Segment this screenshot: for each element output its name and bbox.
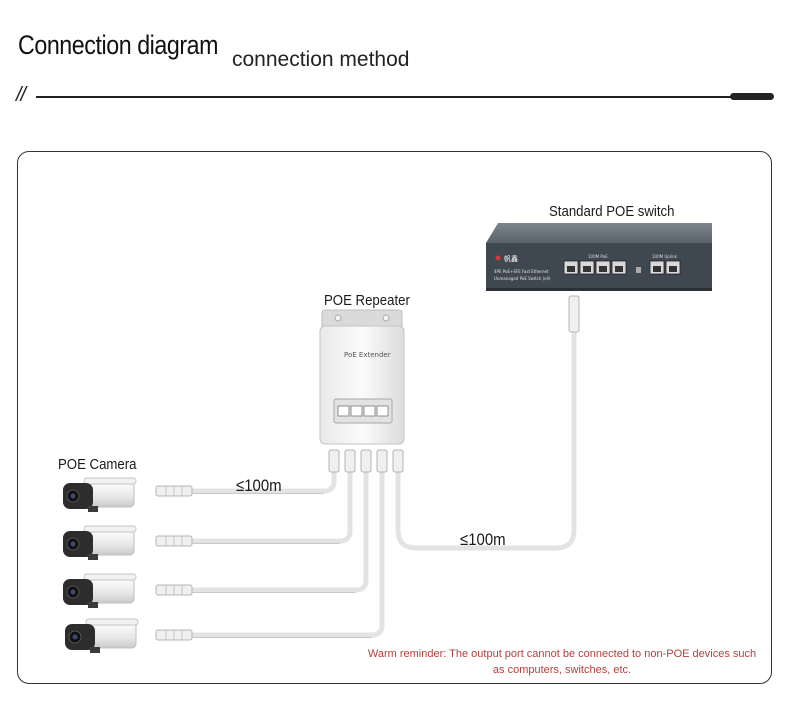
switch-label: Standard POE switch [549,203,675,220]
camera-plugs [155,485,193,641]
page-title: Connection diagram [18,30,219,60]
page-subtitle: connection method [232,48,410,71]
distance-camera-repeater: ≤100m [236,476,282,495]
repeater-plugs [328,295,580,473]
distance-repeater-switch: ≤100m [460,530,506,549]
divider-slashes: // [16,84,26,106]
camera-3 [63,573,137,608]
warning-note: Warm reminder: The output port cannot be… [367,648,757,676]
camera-1 [63,477,137,512]
header-divider-cap [730,93,774,100]
switch-model-2: Unmanaged PoE Switch (ell) [494,276,551,281]
poe-switch: 帆鑫 4PE PoE+SFE Fast Ethernet Unmanaged P… [486,223,712,291]
camera-label: POE Camera [58,456,137,473]
cable-camera-2 [187,463,353,544]
cable-switch [395,327,577,551]
cable-camera-1 [187,463,337,494]
repeater-label: POE Repeater [324,292,410,309]
cable-camera-4 [187,463,385,638]
plug-switch [568,295,580,333]
cable-camera-3 [187,463,369,593]
header: Connection diagram connection method [18,30,409,71]
cables [187,327,577,638]
diagram-frame [17,151,772,684]
switch-brand: 帆鑫 [504,254,518,263]
switch-poe-group: 100M PoE [588,254,608,259]
header-divider [36,96,736,98]
camera-4 [65,618,139,653]
switch-uplink-group: 100M Uplink [652,254,678,259]
repeater-panel-text: PoE Extender [344,351,391,359]
switch-model-1: 4PE PoE+SFE Fast Ethernet [494,269,549,274]
poe-repeater: PoE Extender [319,309,405,445]
camera-2 [63,525,137,560]
